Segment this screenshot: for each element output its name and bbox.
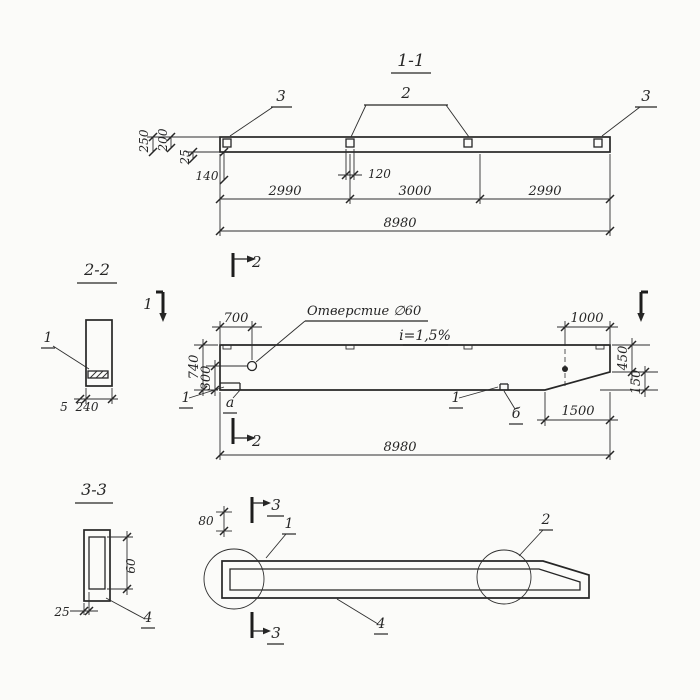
leader-4-sec33: 4: [143, 610, 153, 626]
dim-1000: 1000: [570, 311, 603, 326]
plan-view: 3 80 1 2 4: [198, 496, 590, 645]
cut-3-bottom-label: 3: [271, 624, 281, 642]
dim-740: 740: [187, 355, 202, 380]
bearing-plate-2-2: [87, 370, 109, 379]
section-3-3-outline: [83, 529, 111, 602]
dim-450-group: 450: [612, 338, 658, 380]
detail-circle-right: [476, 549, 532, 605]
lift-point: [562, 366, 568, 372]
node-b-group: б: [503, 390, 523, 425]
dim-740-group: 740: [187, 339, 218, 396]
hole-note-group: Отверстие ∅60: [255, 304, 428, 363]
dim-8980-bottom-group: 8980: [215, 392, 615, 460]
dim-25-sec33: 25: [53, 605, 69, 619]
dim-240: 240: [75, 400, 99, 414]
dim-250: 250: [137, 129, 151, 153]
callout-3-right-label: 3: [641, 87, 651, 105]
leader-1-left-group: 1: [179, 386, 225, 409]
cut-1-left-label: 1: [143, 295, 153, 313]
leader-4-plan: 4: [376, 616, 386, 632]
callout-3-right: 3: [601, 87, 657, 137]
leader-1-sec22-group: 1: [41, 330, 90, 370]
cut-2-top: 2: [231, 253, 262, 277]
callout-3-left-label: 3: [276, 87, 286, 105]
dim-5: 5: [60, 400, 68, 414]
dim-3000: 3000: [398, 184, 431, 199]
dim-200: 200: [156, 128, 170, 152]
dim-1500-group: 1500: [537, 392, 618, 460]
dim-80-group: 80: [198, 506, 232, 537]
elevation-details: [220, 344, 605, 390]
cut-3-bottom: 3: [250, 612, 284, 645]
leader-1-left: 1: [182, 390, 191, 406]
dim-700-group: 700: [212, 311, 262, 360]
dim-2990-right: 2990: [527, 184, 561, 199]
cut-2-top-label: 2: [251, 253, 262, 271]
callout-3-left: 3: [229, 87, 292, 137]
dim-8980-bottom: 8980: [383, 440, 416, 455]
leader-4-plan-group: 4: [336, 598, 388, 635]
leader-1-right-group: 1: [449, 386, 499, 409]
dim-300: 300: [199, 366, 214, 391]
dim-25: 25: [178, 149, 192, 165]
hole-note: Отверстие ∅60: [307, 304, 421, 319]
dim-2990-left: 2990: [267, 184, 301, 199]
dim-8980-top: 8980: [383, 216, 416, 231]
cut-1-right: [637, 290, 648, 322]
section-title-2-2: 2-2: [83, 260, 110, 279]
callout-2-label: 2: [400, 84, 411, 102]
leader-2-plan: 2: [541, 512, 551, 528]
dim-1500: 1500: [561, 404, 594, 419]
dim-150: 150: [629, 370, 644, 395]
beam-plan-inner: [229, 568, 581, 591]
leader-1-plan-group: 1: [265, 516, 296, 559]
dim-140: 140: [196, 169, 219, 183]
slope-note-group: i=1,5%: [399, 328, 451, 346]
node-b: б: [512, 406, 521, 422]
sec22-dims: 5 240: [60, 388, 118, 414]
hole-60: [246, 360, 258, 372]
cut-3-top: 3: [250, 496, 284, 523]
section-2-2-outline: [85, 319, 113, 387]
dim-1000-group: 1000: [557, 311, 618, 346]
elevation: 2 2 1: [143, 253, 658, 460]
beam-top-outline: [219, 136, 611, 153]
dim-300-group: 300: [199, 360, 248, 396]
top-left-dims: 250 200 25 140: [137, 128, 229, 185]
cut-2-bottom-label: 2: [251, 432, 262, 450]
dim-80: 80: [198, 514, 214, 528]
dim-700: 700: [224, 311, 249, 326]
detail-circle-left: [203, 548, 265, 610]
dim-120-group: 120: [338, 149, 391, 181]
dim-120: 120: [368, 167, 391, 181]
dim-25-group: 25: [53, 592, 98, 619]
dim-450: 450: [616, 346, 631, 372]
beam-plan-outline: [221, 560, 590, 599]
dim-60: 60: [124, 558, 138, 574]
cut-2-bottom: 2: [231, 418, 262, 450]
dim-150-group: 150: [600, 366, 658, 397]
section-title-1-1: 1-1: [397, 51, 424, 71]
dim-60-group: 60: [107, 531, 138, 595]
section-3-3: 3-3 60 25 4: [53, 480, 155, 629]
cut-3-top-label: 3: [271, 496, 281, 514]
top-view: 1-1 3 2 3: [137, 51, 657, 236]
leader-4-sec33-group: 4: [105, 597, 155, 629]
leader-1-sec22: 1: [44, 330, 53, 346]
leader-1-plan: 1: [285, 516, 294, 532]
section-2-2: 2-2 1 5 240: [41, 260, 118, 414]
section-3-3-cavity: [88, 536, 106, 590]
cut-1-left: 1: [143, 290, 167, 322]
callout-2-mid: 2: [350, 84, 470, 138]
section-title-3-3: 3-3: [81, 480, 107, 499]
top-dim-row: 2990 3000 2990 8980: [215, 154, 615, 236]
leader-1-right: 1: [452, 390, 461, 406]
slope-note: i=1,5%: [399, 328, 451, 344]
node-a-group: а: [223, 388, 242, 414]
embedded-plates: [222, 138, 603, 148]
leader-2-plan-group: 2: [518, 512, 553, 557]
node-a: а: [226, 395, 234, 411]
beam-elevation-outline: [219, 344, 611, 391]
